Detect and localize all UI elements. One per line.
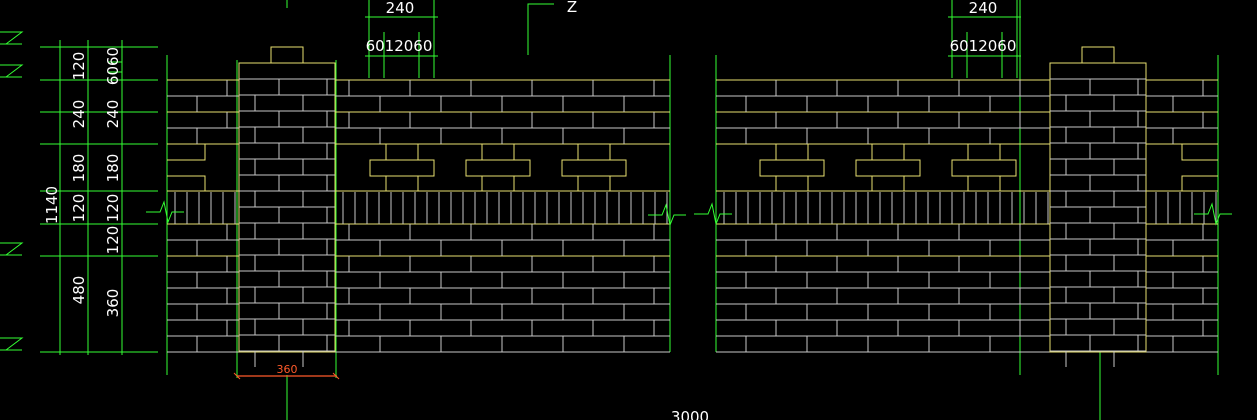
- lattice-brick: [967, 144, 1001, 161]
- lattice-brick: [369, 159, 435, 177]
- lattice-brick: [855, 159, 921, 177]
- left-dim-480: 480: [70, 276, 88, 305]
- lattice-brick: [481, 175, 515, 191]
- lattice-brick: [577, 144, 611, 161]
- break-lines: [146, 200, 1232, 227]
- left-dim-120-a: 120: [70, 52, 88, 81]
- lattice-brick: [759, 159, 825, 177]
- dim-tick: [332, 372, 340, 380]
- lattice-brick: [871, 175, 905, 191]
- lattice-brick: [385, 144, 419, 161]
- lattice-brick: [465, 159, 531, 177]
- break-line: [694, 202, 732, 226]
- left-dim-6060: 6060: [104, 47, 122, 85]
- lattice-brick: [775, 144, 809, 161]
- left-dim-120-d: 120: [104, 226, 122, 255]
- level-mark: [0, 242, 24, 256]
- lattice-end: [167, 144, 206, 161]
- lattice-brick: [385, 175, 419, 191]
- level-mark: [0, 31, 24, 45]
- brick-piers: [238, 46, 1147, 367]
- left-dim-total-1140: 1140: [43, 186, 61, 224]
- section-mark-label: Z: [567, 0, 577, 16]
- level-mark: [0, 337, 24, 351]
- lattice-brick: [967, 175, 1001, 191]
- pier-cap: [1081, 46, 1115, 64]
- lattice-end: [1181, 175, 1218, 191]
- top-dim-left-240: 240: [386, 0, 415, 17]
- break-line: [1194, 202, 1232, 226]
- lattice-brick: [577, 175, 611, 191]
- section-mark: [527, 3, 554, 55]
- pier-cap: [270, 46, 304, 64]
- left-dim-240-b: 240: [104, 100, 122, 129]
- pier-width-label: 360: [277, 363, 298, 376]
- left-dim-180-b: 180: [104, 154, 122, 183]
- dim-tick: [233, 372, 241, 380]
- top-dim-right-sub: 6012060: [950, 37, 1017, 55]
- lattice-brick: [775, 175, 809, 191]
- break-line: [648, 203, 686, 227]
- left-dim-360: 360: [104, 289, 122, 318]
- left-dim-120-b: 120: [70, 194, 88, 223]
- lattice-brick: [481, 144, 515, 161]
- top-dim-right-240: 240: [969, 0, 998, 17]
- lattice-end: [167, 175, 206, 191]
- left-dim-180-a: 180: [70, 154, 88, 183]
- bottom-dim-3000: 3000: [671, 408, 709, 420]
- lattice-end: [1181, 144, 1218, 161]
- left-dim-240-a: 240: [70, 100, 88, 129]
- lattice-brick: [951, 159, 1017, 177]
- dimension-lines: [0, 0, 1021, 380]
- lattice-brick: [561, 159, 627, 177]
- level-mark: [0, 64, 24, 78]
- top-dim-left-sub: 6012060: [366, 37, 433, 55]
- lattice-brick: [871, 144, 905, 161]
- break-line: [146, 200, 184, 224]
- left-dim-120-c: 120: [104, 194, 122, 223]
